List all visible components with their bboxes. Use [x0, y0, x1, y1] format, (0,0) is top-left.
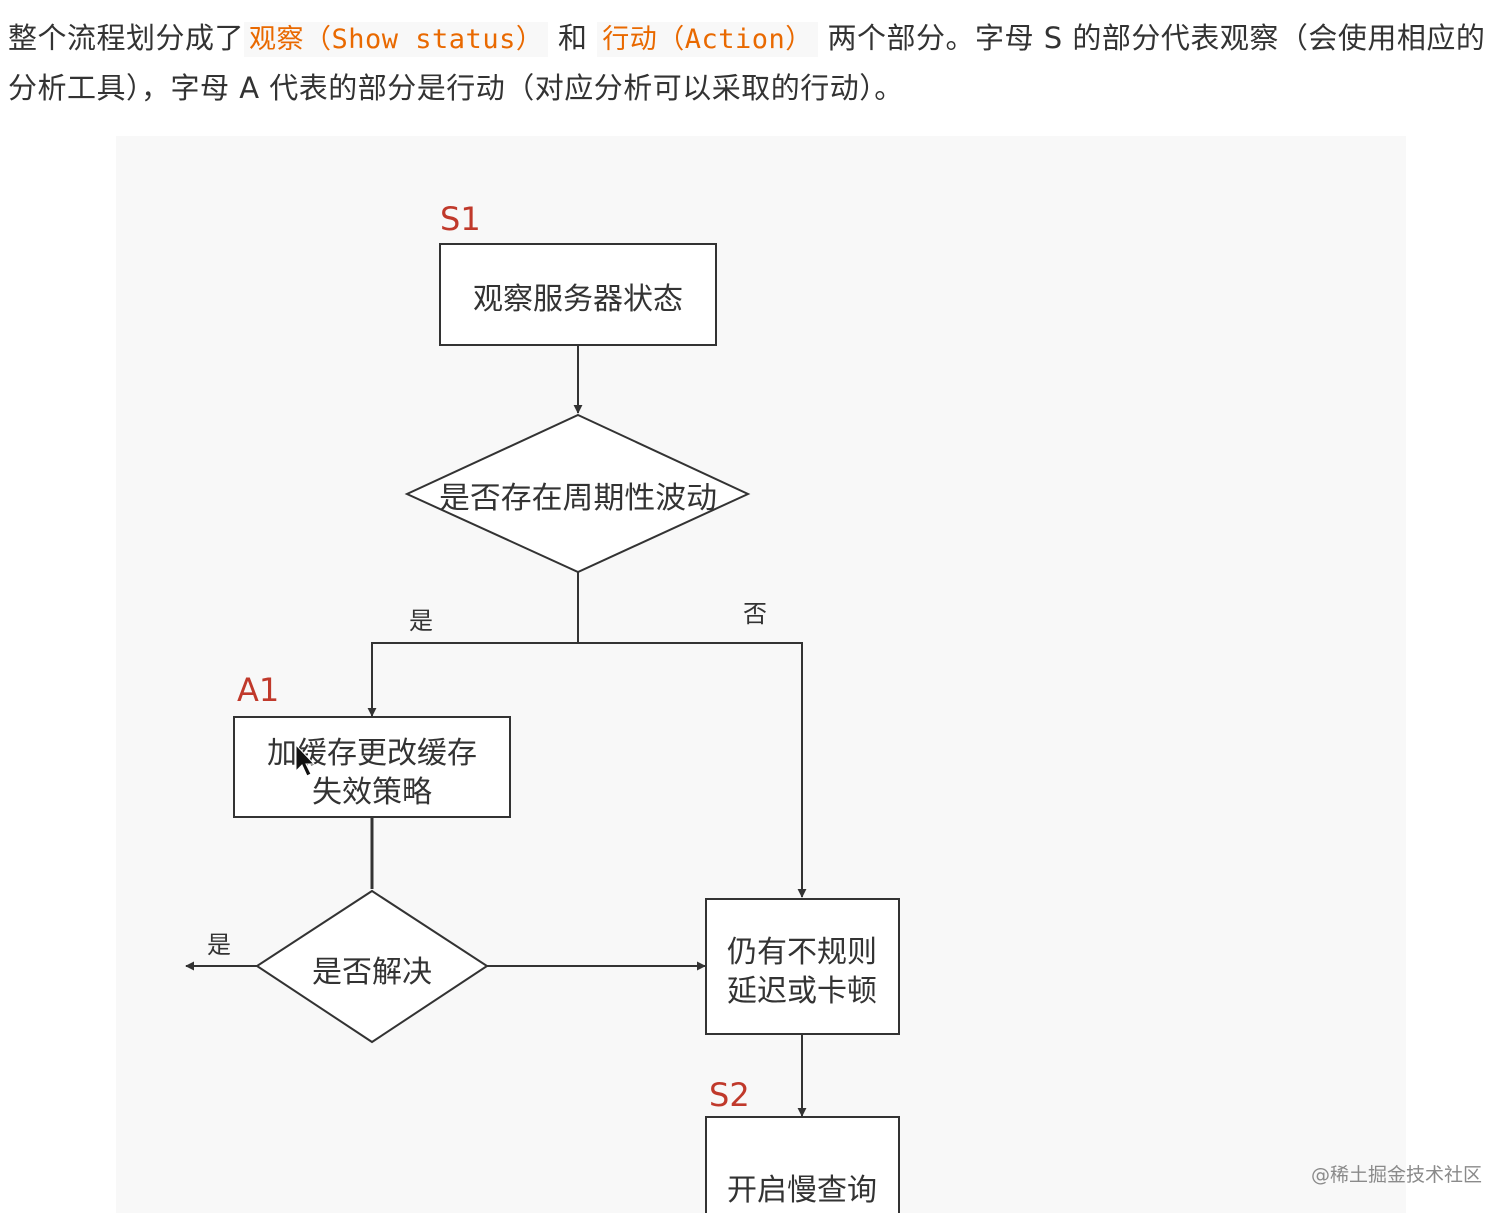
node-irregular-delay-box [705, 898, 900, 1035]
intro-text-2: 和 [548, 21, 598, 55]
mouse-cursor-icon [295, 743, 316, 777]
node-periodic-check-diamond [404, 413, 751, 574]
intro-text-3: 两个部分。字母 S 的部分代表观察（会使用相应的分析工具），字母 A 代表的部分… [8, 21, 1486, 105]
label-slow-query: 开启慢查询 [727, 1173, 877, 1208]
edge-periodic-yes-to-a1 [367, 572, 579, 717]
edge-label-yes-resolved: 是 [207, 931, 231, 959]
label-resolved-check: 是否解决 [312, 955, 432, 990]
node-observe-status-box [439, 243, 717, 346]
label-observe-status: 观察服务器状态 [473, 282, 683, 317]
tag-s2: S2 [709, 1076, 750, 1114]
label-periodic-check: 是否存在周期性波动 [439, 481, 717, 516]
tag-a1: A1 [237, 671, 279, 709]
node-slow-query-box [705, 1116, 900, 1213]
intro-paragraph: 整个流程划分成了观察（Show status） 和 行动（Action） 两个部… [8, 14, 1504, 112]
intro-text-1: 整个流程划分成了 [8, 21, 245, 55]
node-cache-policy-box [233, 716, 511, 818]
watermark: @稀土掘金技术社区 [1310, 1164, 1482, 1186]
edge-label-no-periodic: 否 [743, 600, 767, 628]
code-action: 行动（Action） [597, 22, 818, 57]
code-observe: 观察（Show status） [244, 22, 549, 57]
edge-label-yes-periodic: 是 [409, 607, 433, 635]
label-cache-line2: 失效策略 [312, 775, 432, 810]
node-resolved-check-diamond [255, 889, 489, 1044]
edge-periodic-no-to-irregular [578, 642, 807, 898]
label-irregular-line2: 延迟或卡顿 [727, 974, 877, 1009]
label-irregular-line1: 仍有不规则 [727, 935, 877, 970]
tag-s1: S1 [440, 200, 481, 238]
